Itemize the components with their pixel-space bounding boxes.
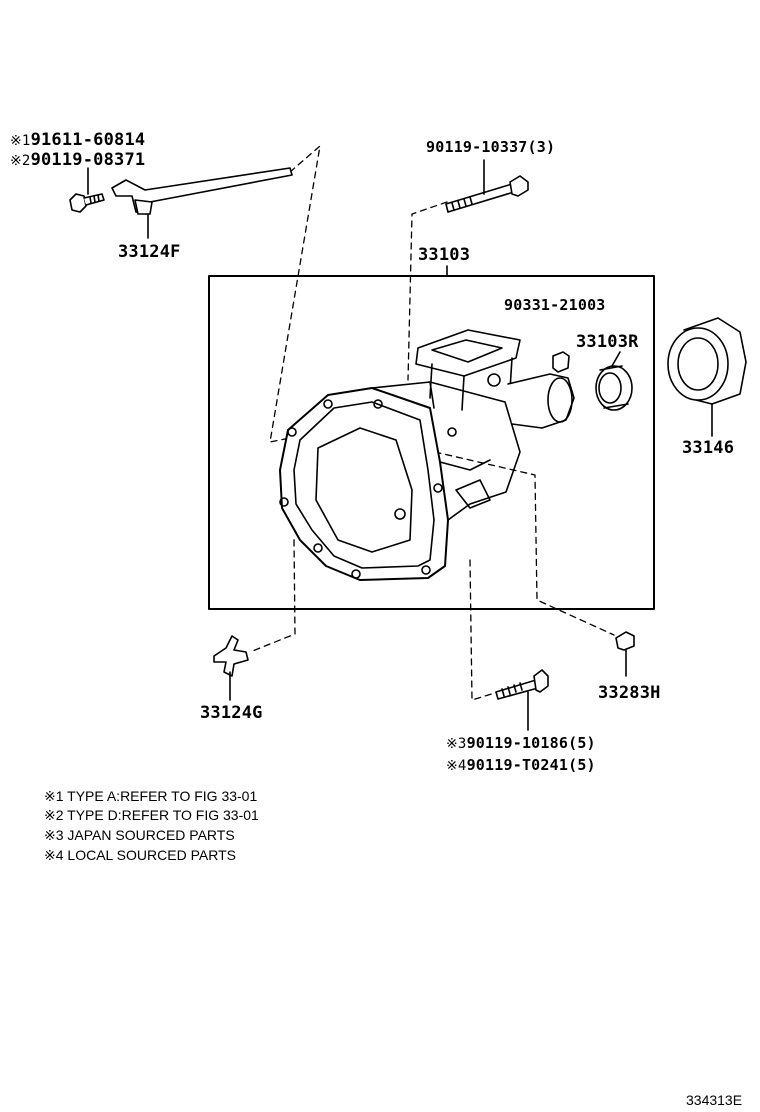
label-33283H: 33283H xyxy=(598,683,661,703)
label-33103: 33103 xyxy=(418,245,471,265)
label-33146: 33146 xyxy=(682,438,735,458)
bottom-bolt-drawing xyxy=(495,669,549,731)
note-mark-1: ※1 xyxy=(10,133,31,149)
note-type-d: ※2 TYPE D:REFER TO FIG 33-01 xyxy=(44,807,259,823)
long-bolt-top-drawing xyxy=(445,159,529,213)
case-assembly-frame xyxy=(208,275,655,610)
case-33103-drawing xyxy=(279,329,575,581)
plug-90331-21003-drawing xyxy=(552,351,570,373)
part-number-90119-08371: 90119-08371 xyxy=(30,150,146,170)
clamp-33124F-drawing xyxy=(69,167,293,239)
note-type-a: ※1 TYPE A:REFER TO FIG 33-01 xyxy=(44,788,258,804)
label-bolt-type-a: ※191611-60814 xyxy=(10,130,145,151)
note-mark-3: ※3 xyxy=(446,736,467,752)
clip-33124G-drawing xyxy=(213,635,249,701)
note-mark-4: ※4 xyxy=(446,758,467,774)
sleeve-33146-drawing xyxy=(667,317,747,437)
note-japan-sourced: ※3 JAPAN SOURCED PARTS xyxy=(44,827,235,843)
label-90331-21003: 90331-21003 xyxy=(504,296,606,314)
label-33124F: 33124F xyxy=(118,242,181,262)
part-number-90119-10186: 90119-10186(5) xyxy=(466,734,596,752)
figure-id: 334313E xyxy=(686,1092,743,1108)
part-number-91611-60814: 91611-60814 xyxy=(30,130,146,150)
part-number-90119-T0241: 90119-T0241(5) xyxy=(466,756,596,774)
label-bolt-japan: ※390119-10186(5) xyxy=(446,734,596,753)
note-mark-2: ※2 xyxy=(10,153,31,169)
breather-33283H-drawing xyxy=(615,631,635,677)
label-90119-10337: 90119-10337(3) xyxy=(426,138,556,156)
label-33124G: 33124G xyxy=(200,703,263,723)
label-bolt-local: ※490119-T0241(5) xyxy=(446,756,596,775)
label-33103R: 33103R xyxy=(576,332,639,352)
oil-seal-33103R-drawing xyxy=(595,351,633,411)
note-local-sourced: ※4 LOCAL SOURCED PARTS xyxy=(44,847,236,863)
label-bolt-type-d: ※290119-08371 xyxy=(10,150,145,171)
